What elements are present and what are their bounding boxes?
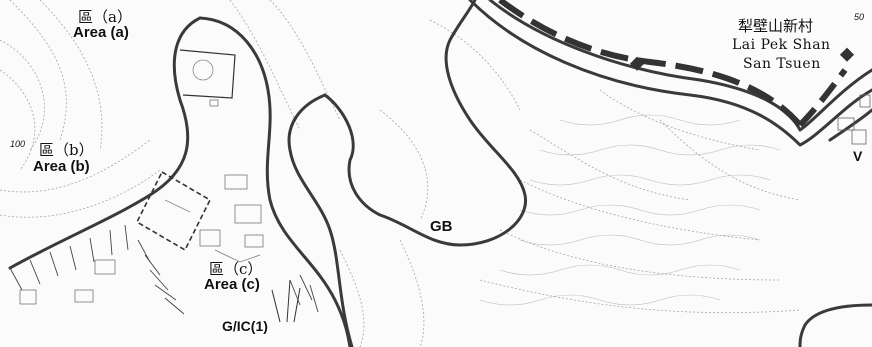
- contour-50-label: 50: [854, 12, 865, 22]
- area-c-structures: [19, 174, 264, 305]
- area-b-label: Area (b): [33, 158, 90, 175]
- area-a-chinese-label: 區（a）: [78, 8, 132, 26]
- village-chinese-label: 犁壁山新村: [738, 17, 814, 35]
- area-c-chinese-label: 區（c）: [209, 260, 263, 278]
- village-label-line-1: Lai Pek Shan: [732, 37, 831, 53]
- area-a-site: [179, 49, 236, 107]
- zone-boundaries: [8, 0, 872, 347]
- area-b-chinese-label: 區（b）: [39, 141, 94, 159]
- zone-gic-label: G/IC(1): [222, 318, 268, 334]
- area-c-label: Area (c): [204, 276, 260, 293]
- contour-100-label: 100: [10, 139, 26, 149]
- gic-pointer: [271, 279, 301, 323]
- zone-gb-label: GB: [430, 218, 453, 235]
- contour-lines: [0, 0, 801, 347]
- village-label-line-2: San Tsuen: [743, 56, 821, 72]
- terrain-hatching: [479, 114, 781, 306]
- zone-v-label: V: [853, 148, 863, 164]
- slope-hatching: [9, 224, 319, 315]
- village-structures: [837, 94, 871, 145]
- area-a-label: Area (a): [73, 24, 129, 41]
- area-b-site: [135, 170, 212, 252]
- road: [498, 0, 855, 128]
